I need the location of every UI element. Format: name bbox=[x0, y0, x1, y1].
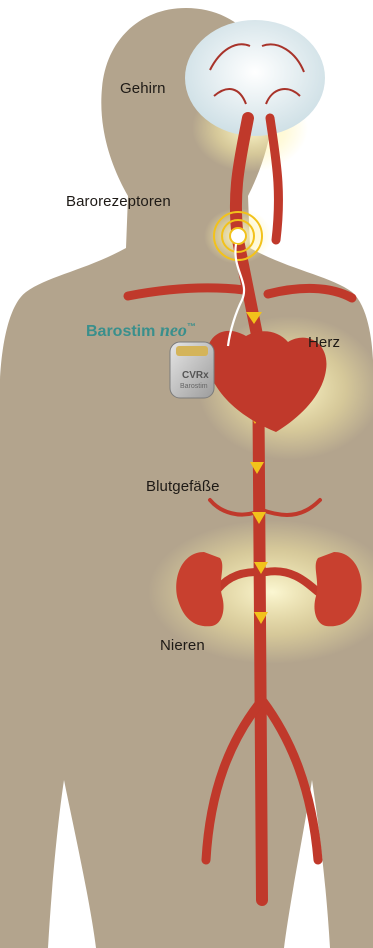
label-brain: Gehirn bbox=[120, 80, 166, 97]
device-model: neo bbox=[160, 320, 187, 340]
device-case-brand: CVRx bbox=[182, 370, 209, 381]
device-brand: Barostim bbox=[86, 323, 155, 340]
label-vessels: Blutgefäße bbox=[146, 478, 220, 495]
brain bbox=[185, 20, 325, 136]
device-name: Barostim neo™ bbox=[86, 320, 196, 341]
device-case-name: Barostim bbox=[180, 383, 208, 390]
device-trademark: ™ bbox=[187, 322, 196, 332]
label-baroreceptors: Barorezeptoren bbox=[66, 193, 171, 210]
label-heart: Herz bbox=[308, 334, 340, 351]
label-kidneys: Nieren bbox=[160, 637, 205, 654]
baroreceptor-rings bbox=[214, 212, 262, 260]
